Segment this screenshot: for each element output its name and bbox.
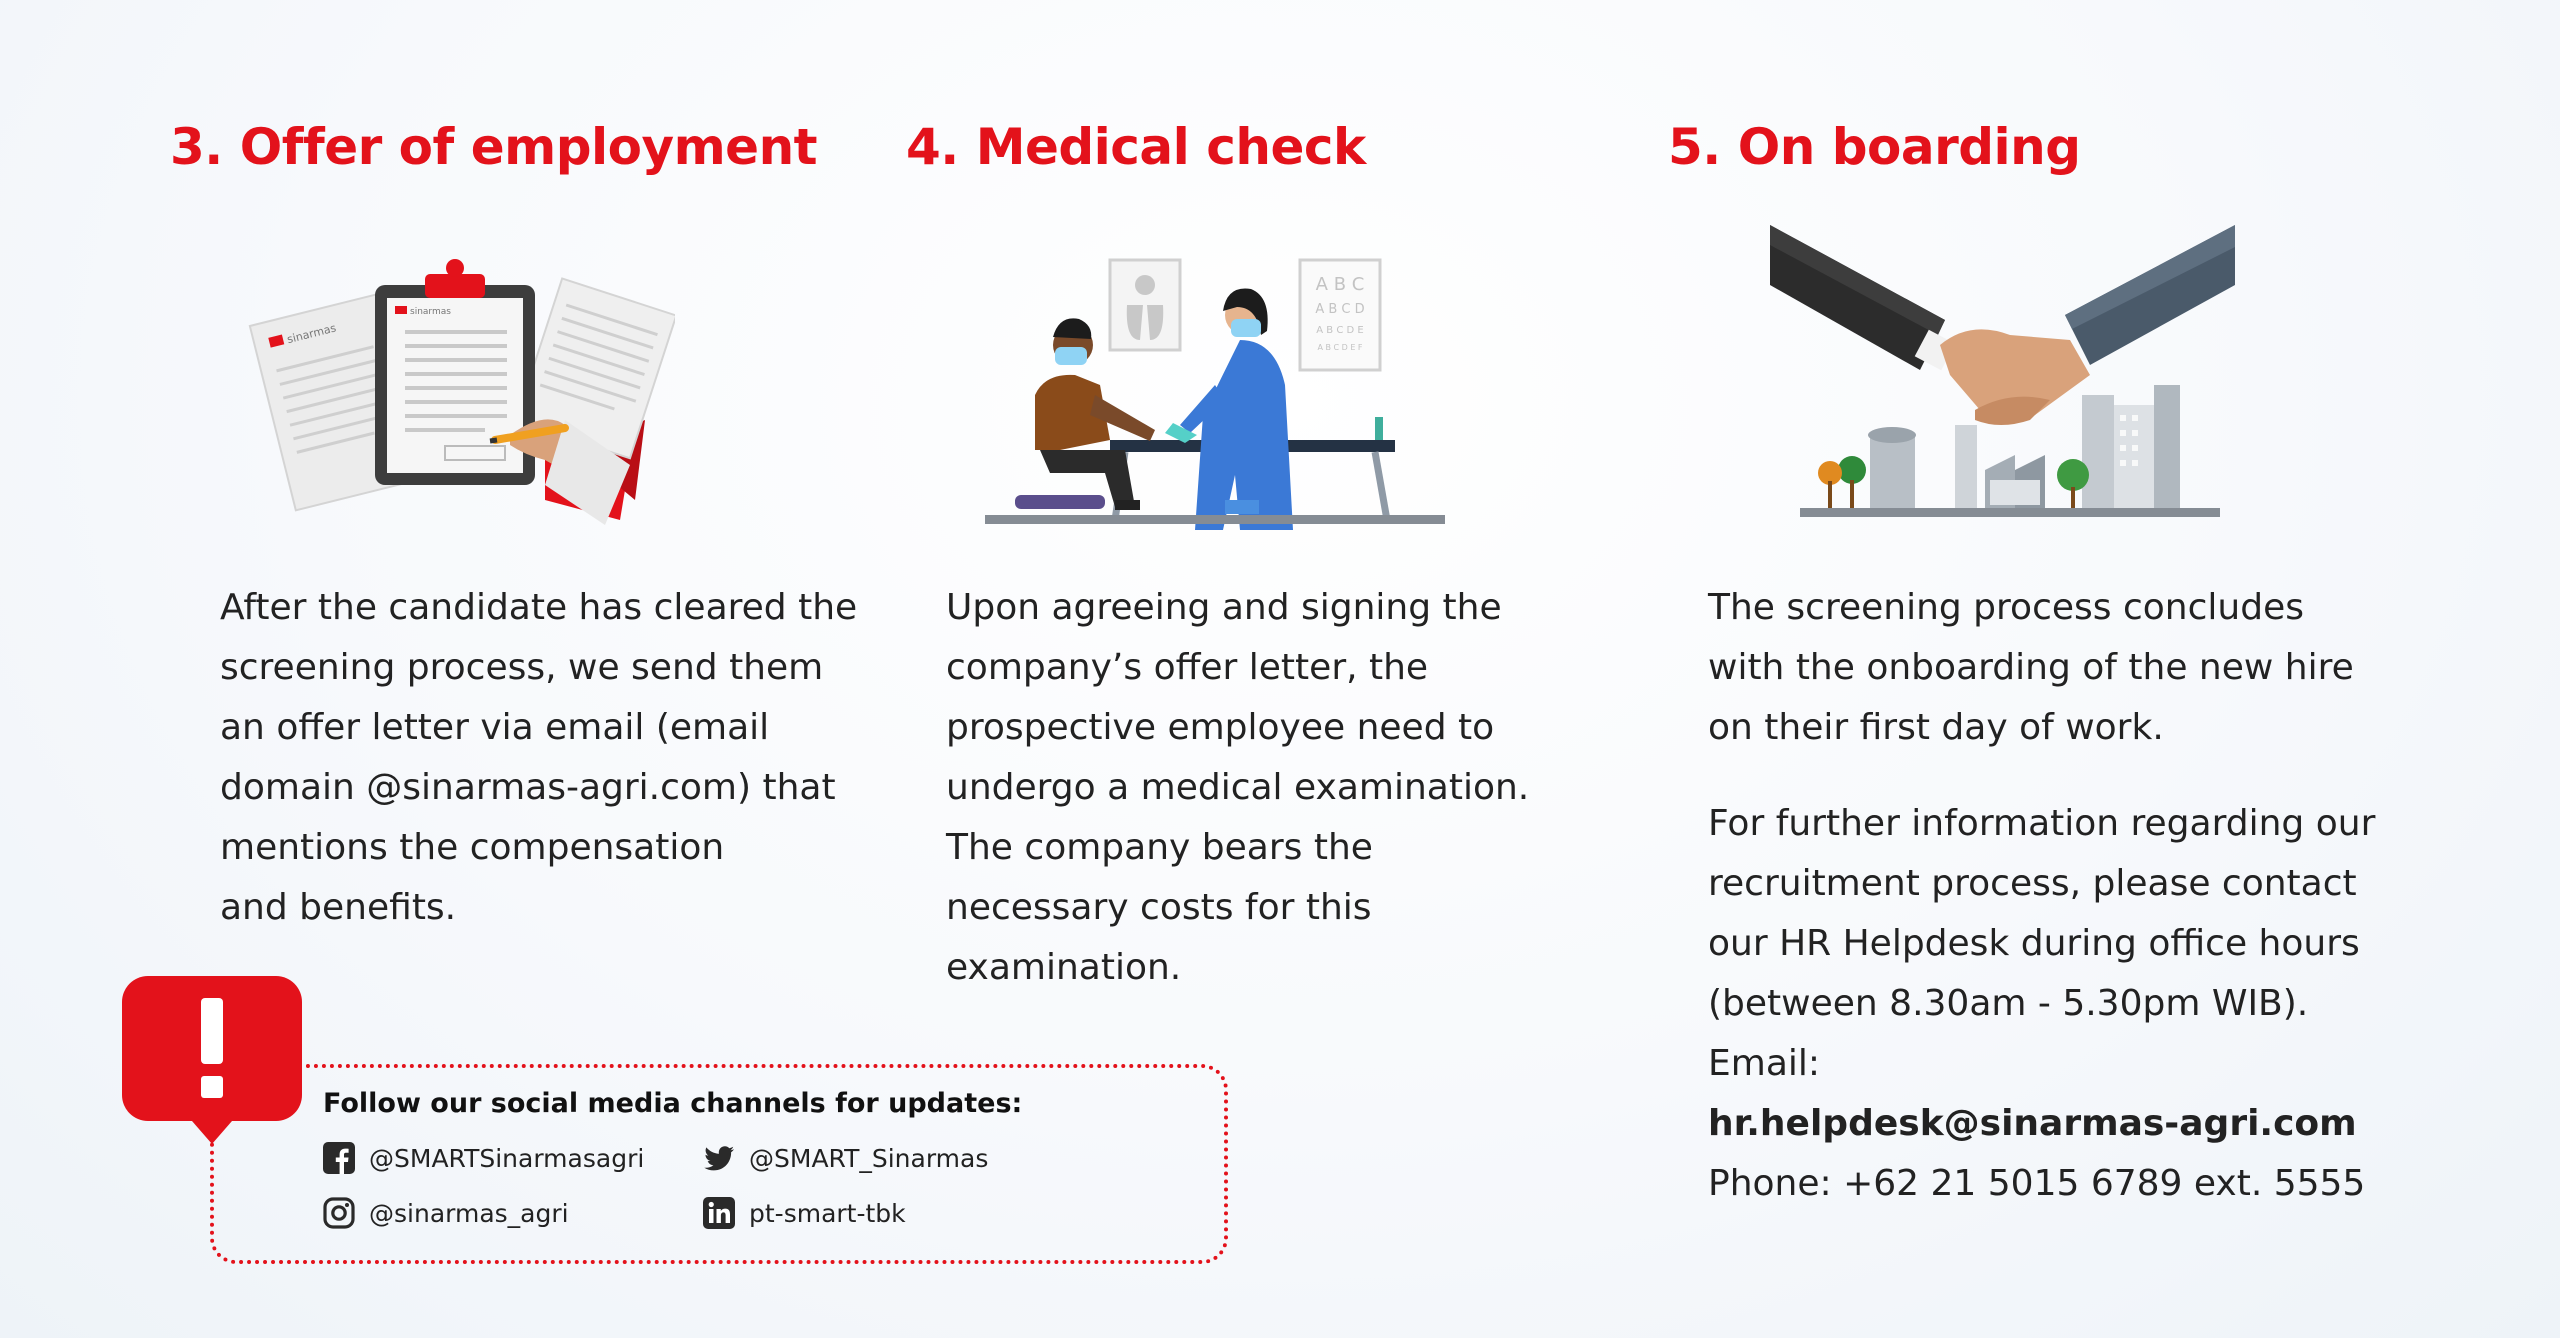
svg-text:A B C D E: A B C D E	[1316, 325, 1363, 336]
social-instagram[interactable]: @sinarmas_agri	[323, 1197, 569, 1229]
svg-text:A B C D: A B C D	[1315, 302, 1364, 317]
social-linkedin[interactable]: pt-smart-tbk	[703, 1197, 906, 1229]
clipboard: sinarmas	[375, 259, 535, 485]
facebook-handle: @SMARTSinarmasagri	[369, 1143, 645, 1173]
linkedin-handle: pt-smart-tbk	[749, 1198, 906, 1228]
hr-phone: Phone: +62 21 5015 6789 ext. 5555	[1708, 1163, 2366, 1204]
step-4-description: Upon agreeing and signing the company’s …	[946, 587, 1530, 988]
instagram-handle: @sinarmas_agri	[369, 1198, 569, 1228]
twitter-icon	[704, 1146, 735, 1171]
city-skyline	[1818, 385, 2180, 510]
step-5-title: 5. On boarding	[1668, 118, 2081, 176]
twitter-handle: @SMART_Sinarmas	[749, 1143, 989, 1173]
svg-text:A B C D E F: A B C D E F	[1317, 343, 1362, 352]
linkedin-icon	[703, 1197, 735, 1229]
svg-text:sinarmas: sinarmas	[410, 307, 451, 317]
offer-letter-illustration: sinarmas sinarmas	[248, 259, 675, 525]
social-heading: Follow our social media channels for upd…	[323, 1088, 1023, 1119]
document-page-right	[514, 277, 675, 460]
alert-exclamation-icon	[122, 976, 302, 1144]
social-twitter[interactable]: @SMART_Sinarmas	[703, 1142, 988, 1174]
patient	[1015, 318, 1155, 510]
medical-check-illustration: A B C A B C D A B C D E A B C D E F	[985, 258, 1445, 530]
hr-contact-info: For further information regarding our re…	[1708, 794, 2375, 1214]
handshake	[1770, 225, 2235, 425]
step-5-description: The screening process concludes with the…	[1708, 587, 2354, 748]
step-3-description: After the candidate has cleared the scre…	[220, 587, 858, 928]
nurse	[1165, 288, 1293, 530]
step-4-title: 4. Medical check	[906, 118, 1366, 176]
eye-chart: A B C A B C D A B C D E A B C D E F	[1298, 258, 1382, 372]
step-3-title: 3. Offer of employment	[170, 118, 818, 176]
social-facebook[interactable]: @SMARTSinarmasagri	[323, 1142, 644, 1174]
hand-signing	[489, 419, 630, 525]
social-media-box	[210, 1064, 1228, 1264]
hr-email-link[interactable]: hr.helpdesk@sinarmas-agri.com	[1708, 1103, 2357, 1144]
onboarding-handshake-illustration	[1770, 225, 2235, 517]
instagram-icon	[323, 1197, 355, 1229]
svg-text:A B C: A B C	[1316, 274, 1365, 295]
facebook-icon	[323, 1142, 355, 1174]
xray-poster	[1108, 258, 1182, 352]
